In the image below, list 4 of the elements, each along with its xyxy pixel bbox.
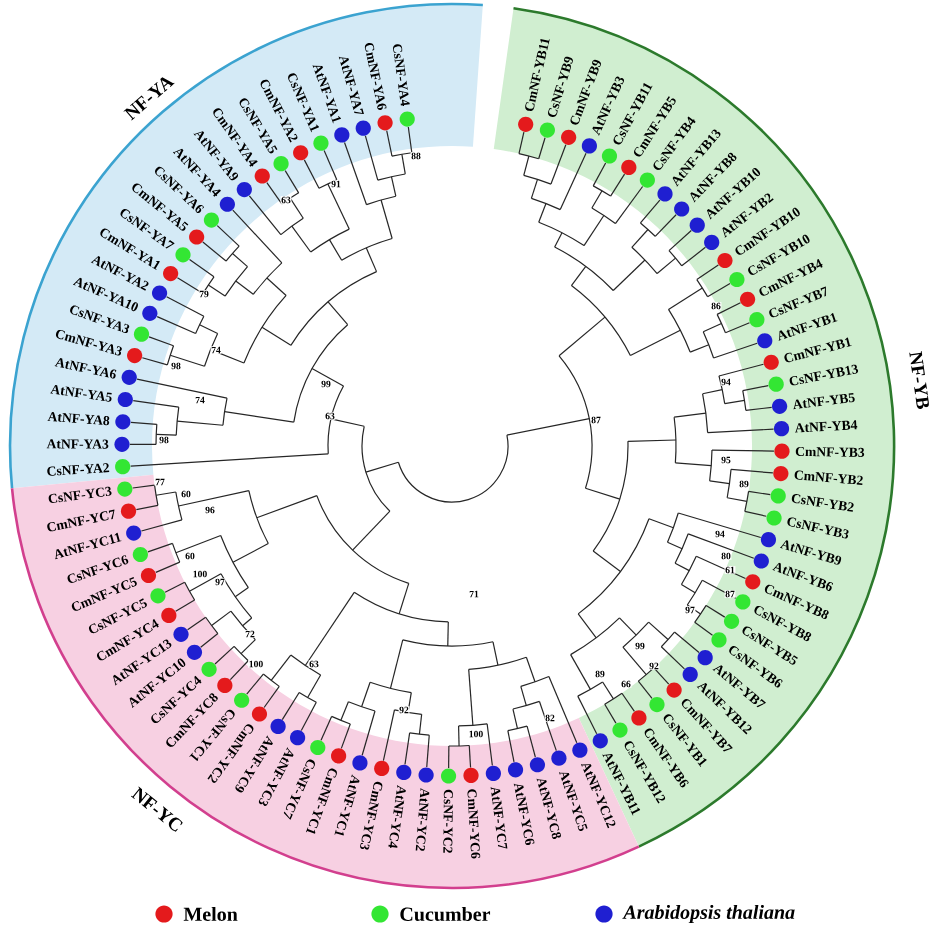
legend-label: Melon	[183, 906, 238, 922]
legend-label: Arabidopsis thaliana	[622, 904, 795, 924]
legend-label: Cucumber	[400, 906, 491, 922]
node-label: NF-YB	[909, 351, 929, 409]
